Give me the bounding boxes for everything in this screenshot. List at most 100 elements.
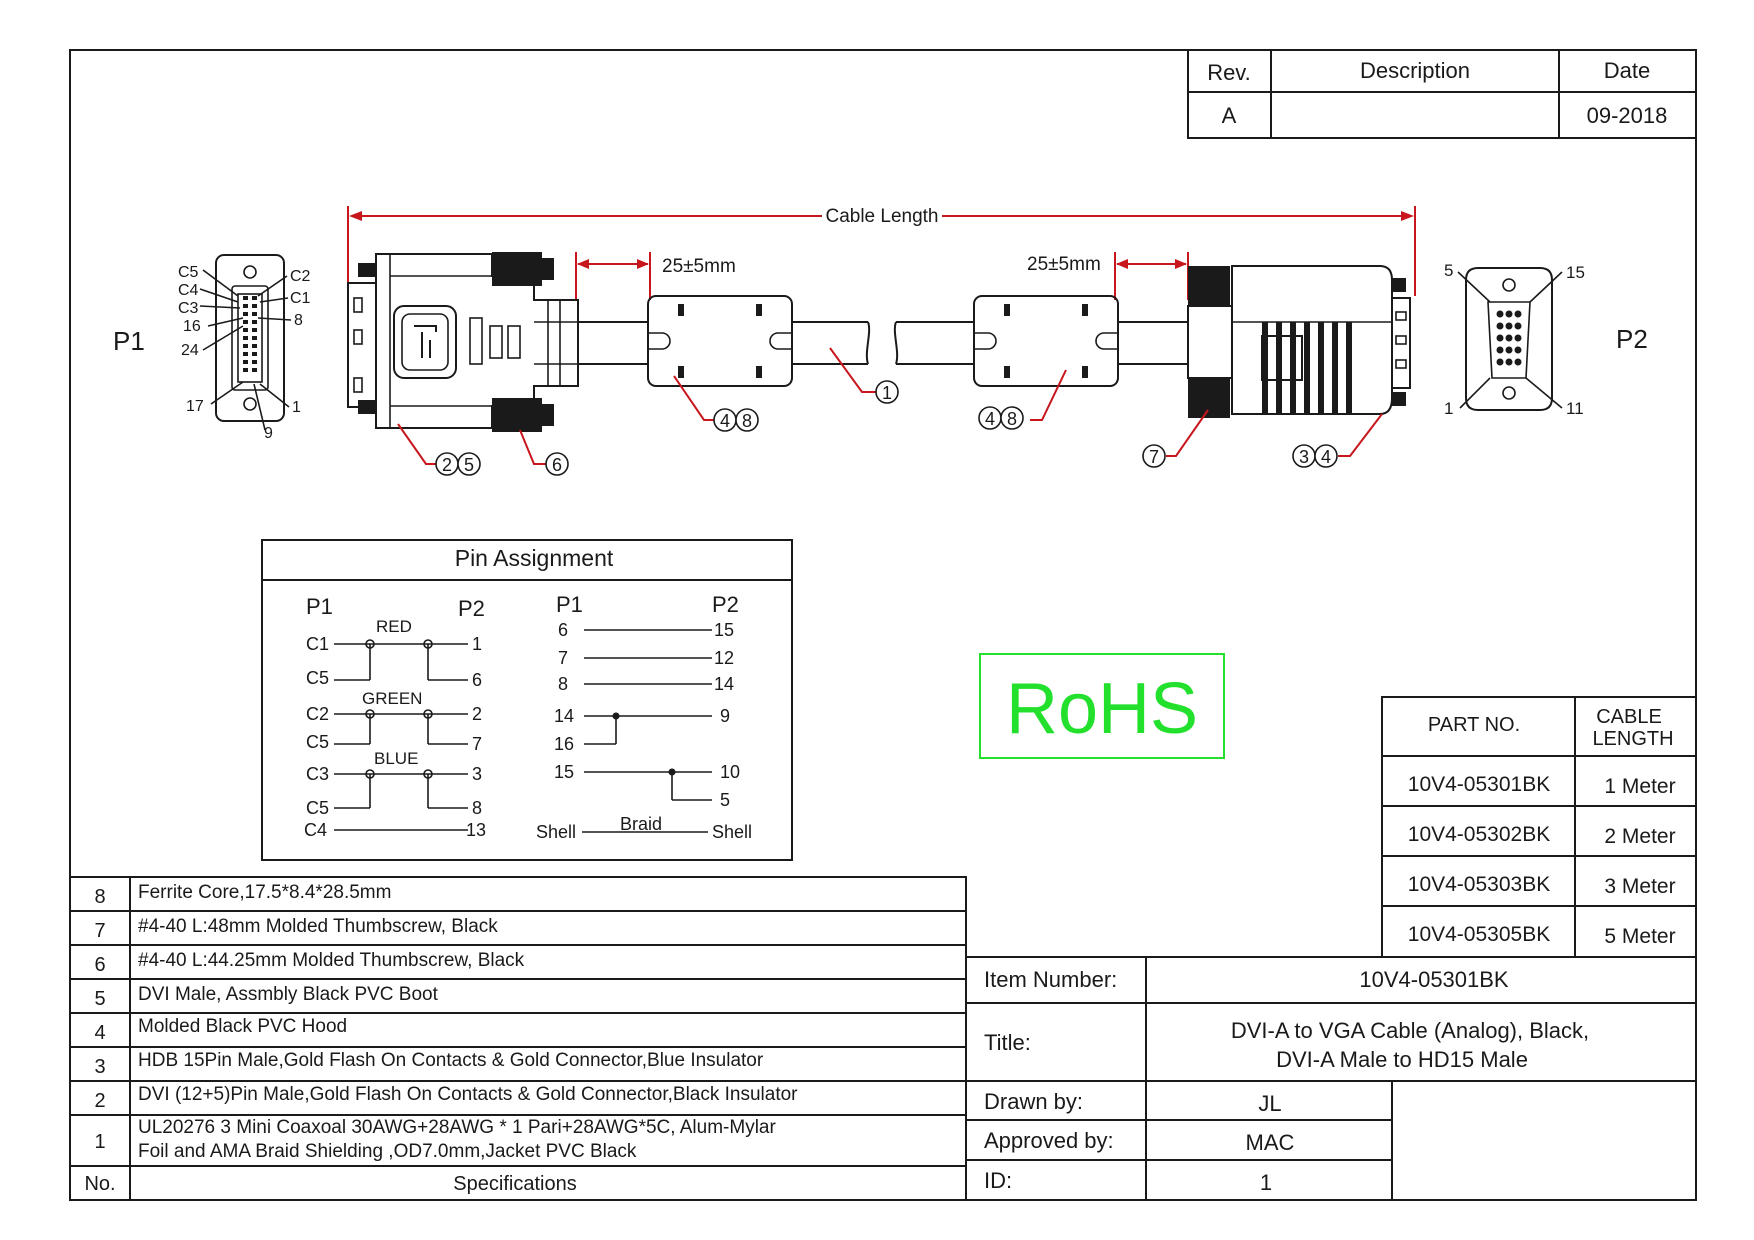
dvi-pin-c3: C3	[178, 300, 199, 317]
left-p2-6: 6	[472, 670, 482, 690]
right-p1-14: 14	[554, 706, 574, 726]
rohs-mark: RoHS	[979, 653, 1225, 759]
dim-left-label: 25±5mm	[662, 256, 736, 277]
svg-text:3: 3	[1299, 447, 1309, 467]
bom-row-2-no: 2	[94, 1090, 105, 1112]
balloon-item-8-right: 8	[1000, 406, 1024, 430]
bom-row-8-no: 8	[94, 886, 105, 908]
approved-by-value: MAC	[1246, 1130, 1295, 1155]
left-p1-c1: C1	[306, 634, 329, 654]
ferrite-offset-dimension-right: 25±5mm	[1027, 252, 1189, 300]
vga-connector-face: 5 15 1 11	[1444, 261, 1585, 418]
dvi-connector-face: C5 C4 C3 16 24 17 9 1 8 C1 C2	[178, 254, 311, 442]
id-label: ID:	[984, 1168, 1012, 1193]
part-row-3-no: 10V4-05303BK	[1408, 873, 1550, 896]
right-p1-shell: Shell	[536, 822, 576, 842]
right-p2-10: 10	[720, 762, 740, 782]
rohs-label: RoHS	[1006, 669, 1198, 749]
dvi-pin-c2: C2	[290, 268, 311, 285]
svg-text:4: 4	[1321, 447, 1331, 467]
balloon-item-2: 2	[435, 452, 459, 476]
revision-table: Rev. Description Date A 09-2018	[1187, 49, 1697, 139]
title-line-2: DVI-A Male to HD15 Male	[1276, 1047, 1528, 1072]
vga-pin-11: 11	[1566, 399, 1584, 418]
balloon-item-1: 1	[875, 380, 899, 404]
callout-balloons: 1 2 5 6 4 8 4	[435, 380, 1338, 476]
cable-length-header-1: CABLE	[1596, 706, 1662, 728]
bom-row-2-spec: DVI (12+5)Pin Male,Gold Flash On Contact…	[138, 1084, 798, 1105]
left-p2-7: 7	[472, 734, 482, 754]
part-row-2-len: 2 Meter	[1604, 825, 1675, 848]
pin-right-p2-header: P2	[712, 592, 739, 617]
rev-value: A	[1222, 103, 1237, 128]
dvi-connector-side	[347, 252, 579, 432]
svg-text:8: 8	[742, 411, 752, 431]
bom-row-6-spec: #4-40 L:44.25mm Molded Thumbscrew, Black	[138, 950, 525, 971]
id-value: 1	[1260, 1170, 1272, 1195]
p2-label: P2	[1616, 324, 1648, 354]
svg-text:4: 4	[720, 411, 730, 431]
dvi-pin-17: 17	[186, 398, 204, 415]
right-p2-shell: Shell	[712, 822, 752, 842]
left-p2-13: 13	[466, 820, 486, 840]
bom-row-1-no: 1	[94, 1131, 105, 1153]
balloon-item-8-left: 8	[735, 408, 759, 432]
cable-length-label: Cable Length	[825, 206, 938, 227]
color-green: GREEN	[362, 689, 422, 708]
left-p2-1: 1	[472, 634, 482, 654]
bom-row-7-no: 7	[94, 920, 105, 942]
bom-row-6-no: 6	[94, 954, 105, 976]
svg-text:7: 7	[1149, 447, 1159, 467]
vga-connector-side	[1187, 265, 1411, 418]
pin-left-p2-header: P2	[458, 596, 485, 621]
dvi-pin-1: 1	[292, 399, 301, 416]
svg-text:4: 4	[985, 409, 995, 429]
right-p1-7: 7	[558, 648, 568, 668]
color-red: RED	[376, 617, 412, 636]
svg-text:8: 8	[1007, 409, 1017, 429]
left-p2-2: 2	[472, 704, 482, 724]
p1-label: P1	[113, 326, 145, 356]
cable-assembly-drawing: Cable Length 25±5mm 25±5mm P1 P2	[113, 206, 1648, 476]
left-p2-8: 8	[472, 798, 482, 818]
part-row-2-no: 10V4-05302BK	[1408, 823, 1550, 846]
vga-pin-15: 15	[1566, 263, 1585, 282]
dim-right-label: 25±5mm	[1027, 254, 1101, 275]
left-p1-c2: C2	[306, 704, 329, 724]
vga-pin-1: 1	[1444, 399, 1453, 418]
part-row-1-no: 10V4-05301BK	[1408, 773, 1550, 796]
balloon-item-4-left: 4	[713, 408, 737, 432]
part-row-4-no: 10V4-05305BK	[1408, 923, 1550, 946]
dvi-pin-9: 9	[264, 425, 273, 442]
dvi-pin-16: 16	[183, 318, 201, 335]
left-p1-c5c: C5	[306, 798, 329, 818]
left-p1-c3: C3	[306, 764, 329, 784]
left-p2-3: 3	[472, 764, 482, 784]
description-header: Description	[1360, 58, 1470, 83]
cable-length-dimension: Cable Length	[347, 206, 1416, 296]
bom-row-7-spec: #4-40 L:48mm Molded Thumbscrew, Black	[138, 916, 498, 937]
sync-ground-wiring	[582, 629, 712, 833]
bom-footer-specifications: Specifications	[453, 1173, 576, 1195]
right-p2-12: 12	[714, 648, 734, 668]
part-row-3-len: 3 Meter	[1604, 875, 1675, 898]
part-number-table: PART NO. CABLE LENGTH 10V4-05301BK 1 Met…	[1381, 696, 1697, 958]
date-header: Date	[1604, 58, 1650, 83]
dvi-pin-c4: C4	[178, 282, 199, 299]
ferrite-core-left	[647, 295, 793, 387]
title-block: Item Number: 10V4-05301BK Title: DVI-A t…	[965, 956, 1697, 1201]
item-number-value: 10V4-05301BK	[1359, 967, 1509, 992]
title-line-1: DVI-A to VGA Cable (Analog), Black,	[1231, 1018, 1589, 1043]
balloon-item-7: 7	[1142, 444, 1166, 468]
svg-text:2: 2	[442, 455, 452, 475]
dvi-pin-8: 8	[294, 312, 303, 329]
pin-right-p1-header: P1	[556, 592, 583, 617]
drawn-by-label: Drawn by:	[984, 1089, 1083, 1114]
pin-left-p1-header: P1	[306, 594, 333, 619]
part-no-header: PART NO.	[1428, 714, 1520, 736]
pin-assignment-table: Pin Assignment P1 P2 P1 P2	[261, 539, 793, 861]
bom-row-1-spec-line1: UL20276 3 Mini Coaxoal 30AWG+28AWG * 1 P…	[138, 1117, 776, 1138]
right-p1-6: 6	[558, 620, 568, 640]
right-p1-8: 8	[558, 674, 568, 694]
